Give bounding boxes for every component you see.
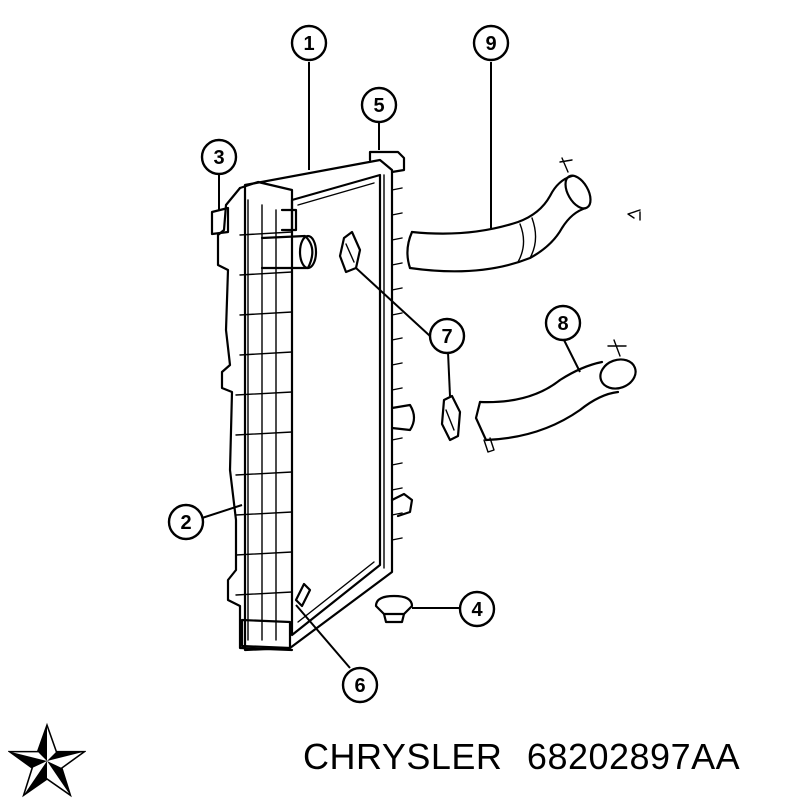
callout-4: 4 — [458, 590, 496, 628]
callout-label: 5 — [373, 95, 384, 117]
radiator-core — [243, 150, 416, 652]
callout-7: 7 — [428, 317, 466, 355]
upper-radiator-hose — [406, 157, 592, 273]
callout-label: 6 — [354, 675, 365, 697]
pentastar-logo — [8, 722, 86, 798]
callout-6: 6 — [341, 666, 379, 704]
radiator-cap — [374, 594, 414, 624]
callout-label: 1 — [303, 33, 314, 55]
callout-1: 1 — [290, 24, 328, 62]
filler-neck — [368, 150, 406, 174]
footer-brand-line: CHRYSLER 68202897AA — [303, 736, 793, 792]
callout-label: 7 — [441, 326, 452, 348]
upper-inlet-nozzle — [260, 234, 314, 270]
callout-2: 2 — [167, 503, 205, 541]
lower-outlet-nozzle — [390, 403, 416, 432]
leader-lines — [201, 62, 581, 669]
right-tank-ribs — [391, 187, 403, 541]
callout-5: 5 — [360, 86, 398, 124]
brand-name: CHRYSLER — [303, 736, 503, 777]
callout-9: 9 — [472, 24, 510, 62]
callout-3: 3 — [200, 138, 238, 176]
callout-label: 8 — [557, 313, 568, 335]
callout-label: 4 — [471, 599, 483, 621]
part-number: 68202897AA — [526, 736, 741, 777]
callout-label: 9 — [485, 33, 496, 55]
lower-mount-bracket — [294, 582, 312, 608]
partial-clamp-edge — [627, 209, 641, 221]
lower-radiator-hose — [474, 339, 637, 453]
left-side-tank — [210, 180, 318, 652]
callout-label: 3 — [213, 147, 224, 169]
upper-bracket — [210, 206, 230, 236]
callout-8: 8 — [544, 304, 582, 342]
callout-label: 2 — [180, 512, 191, 534]
